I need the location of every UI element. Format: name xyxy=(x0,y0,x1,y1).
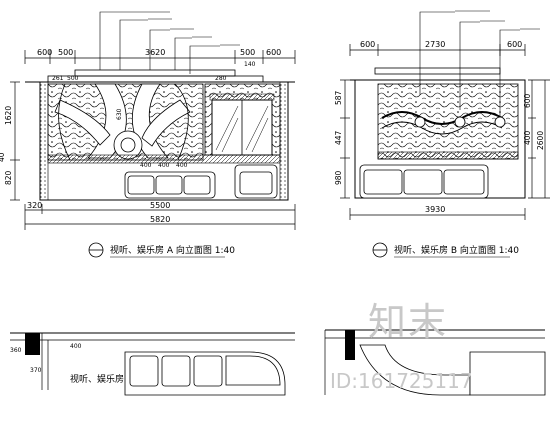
watermark: 知末 ID:161725117 xyxy=(330,300,473,393)
plan-room-label: 视听、娱乐房 xyxy=(70,373,124,385)
dim-top-3: 3620 xyxy=(145,48,165,57)
left-elevation: 600 500 3620 500 600 xyxy=(0,11,296,258)
dim-bottom-total: 5820 xyxy=(150,215,170,224)
dim-top-4: 500 xyxy=(240,48,255,57)
dim-left-small: 40 xyxy=(0,152,6,162)
inner-label-8: 630 xyxy=(116,108,123,120)
inner-label-4: 140 xyxy=(244,61,256,68)
dim-b-right-2: 400 xyxy=(523,130,532,145)
dim-top-5: 600 xyxy=(266,48,281,57)
dim-b-right-total: 2600 xyxy=(536,131,545,150)
dim-b-left-1: 587 xyxy=(334,90,343,105)
dim-b-left-2: 447 xyxy=(334,130,343,145)
right-elevation: 600 2730 600 xyxy=(334,10,550,258)
dim-left-1: 1620 xyxy=(4,106,13,125)
bottom-right-plan xyxy=(324,329,546,396)
dim-bottom-left: 320 xyxy=(27,201,42,210)
caption-a: 视听、娱乐房 A 向立面图 1:40 xyxy=(110,244,235,256)
inner-label-7: 400 xyxy=(176,162,188,169)
dim-b-right-1: 600 xyxy=(523,93,532,108)
dim-bottom-mid: 5500 xyxy=(150,201,170,210)
plan-dim-2: 400 xyxy=(70,343,82,350)
bottom-left-plan: 360 400 370 视听、娱乐房 xyxy=(10,332,295,396)
dim-b-top-2: 2730 xyxy=(425,40,445,49)
dim-b-top-3: 600 xyxy=(507,40,522,49)
dim-b-top-1: 600 xyxy=(360,40,375,49)
wall-column xyxy=(25,333,40,355)
wall-column-b xyxy=(345,330,355,360)
dim-top-2: 500 xyxy=(58,48,73,57)
dim-top-1: 600 xyxy=(37,48,52,57)
plan-dim-3: 370 xyxy=(30,367,42,374)
watermark-logo-text: 知末 xyxy=(368,300,448,344)
inner-label-6: 400 xyxy=(158,162,170,169)
plan-dim-1: 360 xyxy=(10,347,22,354)
watermark-id: ID:161725117 xyxy=(330,369,473,393)
dim-b-bottom: 3930 xyxy=(425,205,445,214)
inner-label-2: 500 xyxy=(67,75,79,82)
inner-label-3: 280 xyxy=(215,75,227,82)
inner-label-5: 400 xyxy=(140,162,152,169)
inner-label-1: 261 xyxy=(52,75,64,82)
dim-left-2: 820 xyxy=(4,170,13,185)
dim-b-left-3: 980 xyxy=(334,170,343,185)
caption-b: 视听、娱乐房 B 向立面图 1:40 xyxy=(394,244,519,256)
